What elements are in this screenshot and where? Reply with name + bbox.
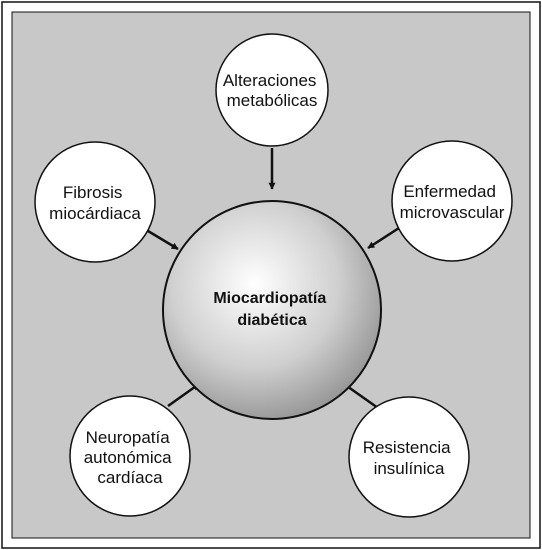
factor-circle xyxy=(391,140,513,262)
arrow-lower-right xyxy=(343,382,379,410)
center-label-line: diabética xyxy=(237,312,306,329)
factor-label-line: insulínica xyxy=(374,459,445,478)
factor-label-line: Resistencia xyxy=(363,438,451,457)
factor-node-top: Alteraciones metabólicas xyxy=(215,33,329,147)
factor-label: Alteraciones metabólicas xyxy=(223,71,321,110)
arrow-upper-left xyxy=(147,229,179,251)
factor-label-line: metabólicas xyxy=(227,91,318,110)
factor-circle xyxy=(34,141,156,263)
factor-label: Resistencia insulínica xyxy=(363,438,456,478)
factor-label: Neuropatía autonómica cardíaca xyxy=(84,428,177,487)
factor-node-lower-left: Neuropatía autonómica cardíaca xyxy=(69,395,191,517)
factor-label-line: miocárdiaca xyxy=(49,204,141,223)
factor-circle xyxy=(215,33,329,147)
factor-circle xyxy=(348,396,470,518)
arrow-lower-left xyxy=(167,382,200,408)
factor-label: Fibrosis miocárdiaca xyxy=(49,183,141,223)
factor-label-line: Alteraciones xyxy=(223,71,317,90)
factor-label-line: autonómica xyxy=(84,448,172,467)
factor-label-line: Neuropatía xyxy=(86,428,171,447)
factor-label-line: Fibrosis xyxy=(63,183,123,202)
arrow-upper-right xyxy=(367,226,400,250)
center-label-line: Miocardiopatía xyxy=(213,290,326,307)
factor-label-line: microvascular xyxy=(400,203,505,222)
center-node-circle xyxy=(162,200,382,420)
factor-circle xyxy=(69,395,191,517)
center-node-label: Miocardiopatía diabética xyxy=(213,290,330,329)
factor-label-line: cardíaca xyxy=(97,468,163,487)
factor-label: Enfermedad microvascular xyxy=(400,182,505,222)
factor-node-upper-right: Enfermedad microvascular xyxy=(391,140,513,262)
factor-node-upper-left: Fibrosis miocárdiaca xyxy=(34,141,156,263)
factor-node-lower-right: Resistencia insulínica xyxy=(348,396,470,518)
factor-label-line: Enfermedad xyxy=(403,182,496,201)
